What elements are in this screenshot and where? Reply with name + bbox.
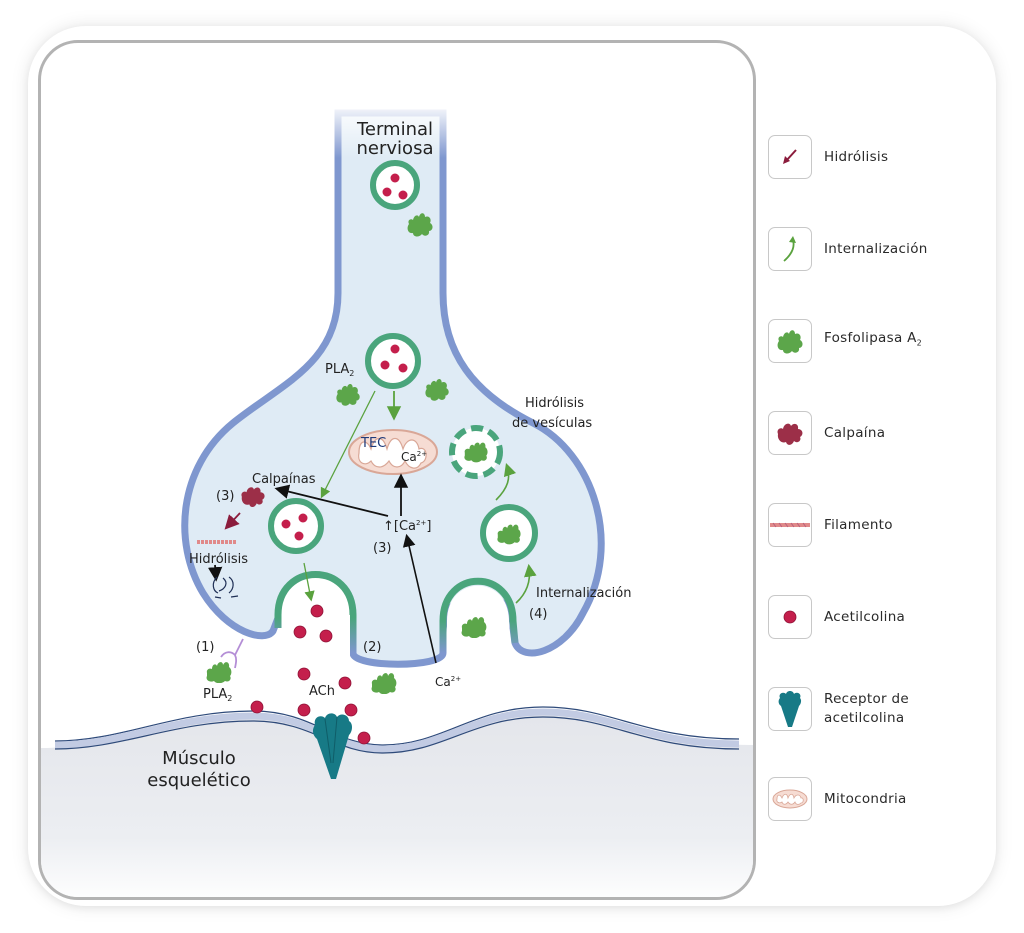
phospholipase-a2-icon (768, 319, 812, 363)
internalizacion-label: Internalización (536, 586, 631, 601)
step-1: (1) (196, 640, 214, 655)
calcium-concentration-label: ↑[Ca2+] (383, 519, 431, 534)
legend-item-mitochondria: Mitocondria (768, 776, 907, 822)
terminal-label-line2: nerviosa (357, 138, 434, 159)
synaptic-vesicle (268, 498, 324, 554)
legend-item-calpain: Calpaína (768, 410, 885, 456)
internalization-arrow-icon (768, 227, 812, 271)
legend-label: Fosfolipasa A2 (824, 330, 923, 348)
internalized-vesicle (480, 504, 538, 562)
pla2-label-bottom: PLA2 (203, 687, 232, 703)
muscle-membrane-inner (54, 716, 740, 754)
hidrolisis-vesiculas-line2: de vesículas (512, 416, 592, 431)
hydrolyzed-vesicle (449, 425, 503, 479)
pla2-label-top: PLA2 (325, 362, 354, 378)
step-4: (4) (529, 607, 547, 622)
legend-label: Internalización (824, 240, 928, 257)
legend-item-hydrolysis: Hidrólisis (768, 134, 888, 180)
legend-label: Calpaína (824, 424, 886, 441)
hydrolysis-arrow (224, 512, 241, 530)
synaptic-vesicle (370, 160, 420, 210)
internalization-arrow (515, 563, 537, 604)
acetylcholine-molecules (250, 604, 371, 745)
muscle-label-line2: esquelético (147, 770, 250, 791)
step-3-calcium: (3) (373, 541, 391, 556)
neuromuscular-junction-diagram: Músculo esquelético Terminal nerviosa PL… (41, 103, 753, 897)
internalization-arrow (495, 462, 517, 501)
ca-influx-arrow (402, 533, 437, 664)
step-3-calpain: (3) (216, 489, 234, 504)
membrane-receptor (220, 638, 244, 669)
legend-item-filament: Filamento (768, 502, 893, 548)
mito-calcium-label: Ca2+ (401, 450, 427, 464)
acetylcholine-receptor-icon (768, 687, 812, 731)
calpainas-label: Calpaínas (252, 472, 316, 487)
legend-item-acetylcholine: Acetilcolina (768, 594, 905, 640)
synaptic-vesicle (365, 333, 421, 389)
skeletal-muscle (41, 706, 753, 897)
pla2-enzyme (371, 673, 397, 694)
step-2: (2) (363, 640, 381, 655)
tec-label: TEC (360, 436, 386, 451)
legend-label: Filamento (824, 516, 893, 533)
filament-icon (768, 503, 812, 547)
calpain-icon (768, 411, 812, 455)
ca-to-calpain-arrow (274, 484, 389, 517)
mitochondria (348, 429, 438, 475)
endocytosis-pit (439, 577, 519, 653)
legend-item-phospholipase: Fosfolipasa A2 (768, 318, 922, 364)
pla2-enzyme (206, 662, 232, 683)
extracellular-calcium-label: Ca2+ (435, 675, 461, 689)
terminal-label-line1: Terminal (356, 119, 433, 140)
filament-fragments (212, 576, 239, 599)
hidrolisis-label: Hidrólisis (189, 552, 248, 567)
legend-item-internalization: Internalización (768, 226, 928, 272)
ach-label: ACh (309, 684, 335, 699)
muscle-membrane-outer (54, 706, 740, 746)
vesicle-to-vesicle-arrow (320, 390, 376, 499)
legend-label: Hidrólisis (824, 148, 889, 165)
muscle-label-line1: Músculo (162, 748, 236, 769)
muscle-membrane (54, 708, 740, 753)
mitochondria-icon (768, 777, 812, 821)
hydrolysis-arrow-icon (768, 135, 812, 179)
legend-label: Acetilcolina (824, 608, 906, 625)
hidrolisis-vesiculas-line1: Hidrólisis (525, 396, 584, 411)
legend-label: Receptor de acetilcolina (824, 691, 909, 726)
diagram-panel: Músculo esquelético Terminal nerviosa PL… (38, 40, 756, 900)
acetylcholine-icon (768, 595, 812, 639)
vesicle-fusion-arrow (303, 562, 315, 602)
legend-item-receptor: Receptor de acetilcolina (768, 686, 934, 732)
legend-label: Mitocondria (824, 790, 907, 807)
filament-breakdown-arrow (207, 564, 223, 582)
acetylcholine-receptor (312, 713, 352, 779)
